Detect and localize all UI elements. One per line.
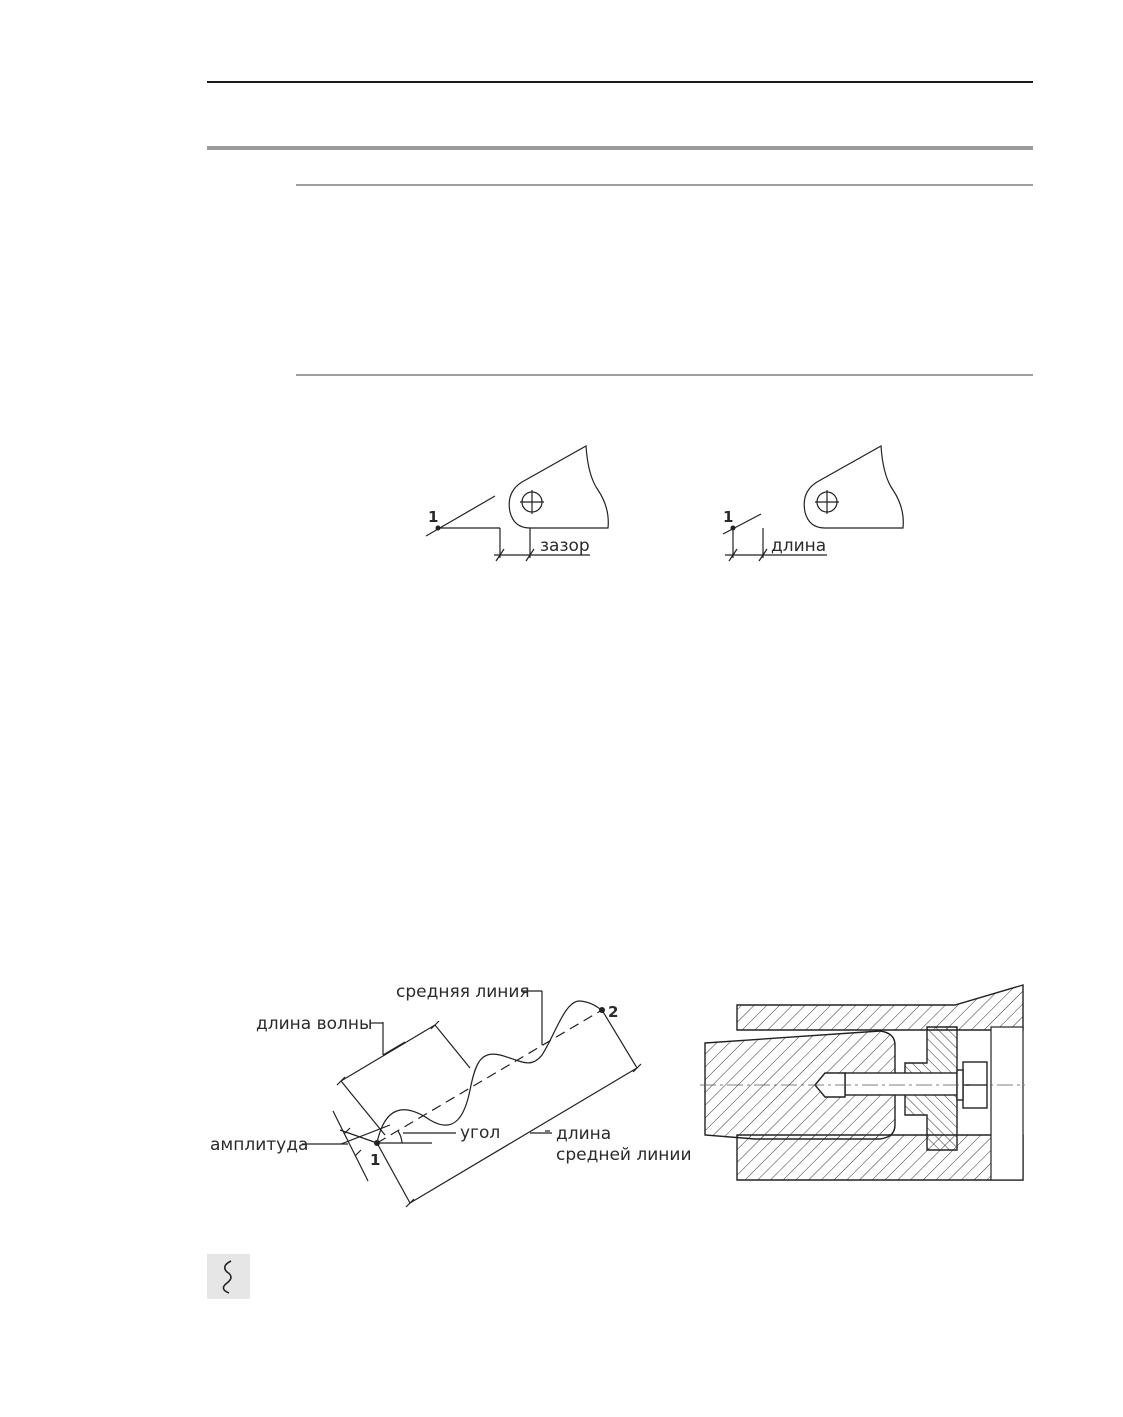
midline-length-label-1: длина: [556, 1124, 611, 1144]
bolt: [844, 1072, 958, 1096]
amplitude-label: амплитуда: [210, 1135, 308, 1155]
midline-length-label-2: средней линии: [556, 1145, 692, 1165]
end-point-label: 2: [608, 1003, 618, 1021]
angle-label: угол: [460, 1123, 500, 1143]
top-rule: [207, 81, 1033, 83]
section-drawing: [700, 984, 1025, 1181]
part-outline: [803, 445, 904, 529]
wave-curve: [376, 1000, 603, 1144]
housing-bottom: [736, 1134, 1024, 1181]
wave-line-drawing: средняя линия длина волны амплитуда угол…: [210, 982, 692, 1208]
length-drawing: 1 длина: [722, 445, 904, 562]
wave-line-icon: [222, 1259, 232, 1294]
textbox-bottom-rule: [296, 374, 1033, 376]
textbox-top-rule: [296, 184, 1033, 186]
leader-line: [722, 513, 762, 535]
midline: [376, 1009, 603, 1144]
point-label-1: 1: [723, 508, 733, 526]
midline-label: средняя линия: [396, 982, 530, 1002]
start-point-label: 1: [370, 1151, 380, 1169]
header-rule: [207, 146, 1033, 150]
amplitude-dim: [332, 1110, 369, 1182]
length-label: длина: [771, 536, 826, 556]
gap-label: зазор: [540, 536, 590, 556]
wavelength-dim: [340, 1024, 436, 1082]
housing-top: [736, 984, 1024, 1031]
wave-tool-button[interactable]: [207, 1254, 250, 1299]
shaft: [704, 1030, 896, 1140]
point-label-1: 1: [428, 508, 438, 526]
wavelength-label: длина волны: [256, 1014, 372, 1034]
part-outline: [508, 445, 609, 529]
gap-drawing: 1 зазор: [425, 445, 609, 562]
midline-length-dim: [409, 1067, 638, 1204]
